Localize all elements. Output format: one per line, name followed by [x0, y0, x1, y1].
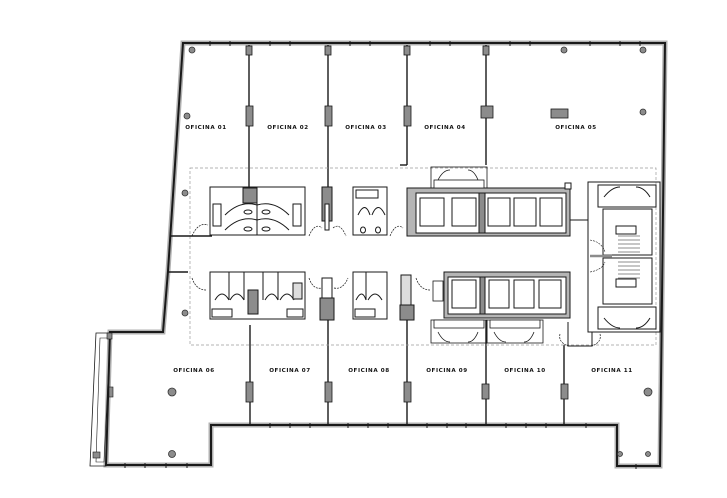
label-oficina-04: OFICINA 04: [424, 125, 466, 131]
corridor-walls: [168, 235, 212, 273]
stair-core: [587, 181, 661, 333]
label-oficina-11: OFICINA 11: [591, 368, 633, 374]
label-oficina-07: OFICINA 07: [269, 368, 311, 374]
exterior-walls: [89, 40, 668, 469]
partition-columns-upper: [245, 45, 569, 127]
label-oficina-09: OFICINA 09: [426, 368, 468, 374]
label-oficina-01: OFICINA 01: [185, 125, 227, 131]
partitions-upper: [248, 45, 487, 188]
door-swings-upper: [191, 224, 404, 237]
lobby-restroom-upper: [430, 166, 488, 189]
label-oficina-05: OFICINA 05: [555, 125, 597, 131]
restroom-upper-mid: [352, 186, 388, 236]
partition-columns-lower: [245, 381, 569, 403]
restroom-lower-mid: [352, 271, 415, 321]
label-oficina-06: OFICINA 06: [173, 368, 215, 374]
shaft-upper-1: [321, 186, 333, 231]
columns-round: [167, 46, 653, 458]
label-oficina-08: OFICINA 08: [348, 368, 390, 374]
label-oficina-03: OFICINA 03: [345, 125, 387, 131]
elevator-bank-upper: [406, 182, 588, 237]
lobby-restroom-lower: [430, 280, 544, 344]
elevator-bank-lower: [443, 271, 571, 319]
dashed-core-outline: [189, 167, 657, 346]
core-exit-doors: [559, 333, 601, 347]
label-oficina-10: OFICINA 10: [504, 368, 546, 374]
restroom-lower-left: [209, 271, 306, 320]
office-labels: OFICINA 01 OFICINA 02 OFICINA 03 OFICINA…: [173, 125, 633, 374]
label-oficina-02: OFICINA 02: [267, 125, 309, 131]
door-swings-lower: [191, 277, 431, 291]
shaft-lower-1: [319, 277, 335, 321]
restroom-upper-left: [209, 186, 306, 236]
